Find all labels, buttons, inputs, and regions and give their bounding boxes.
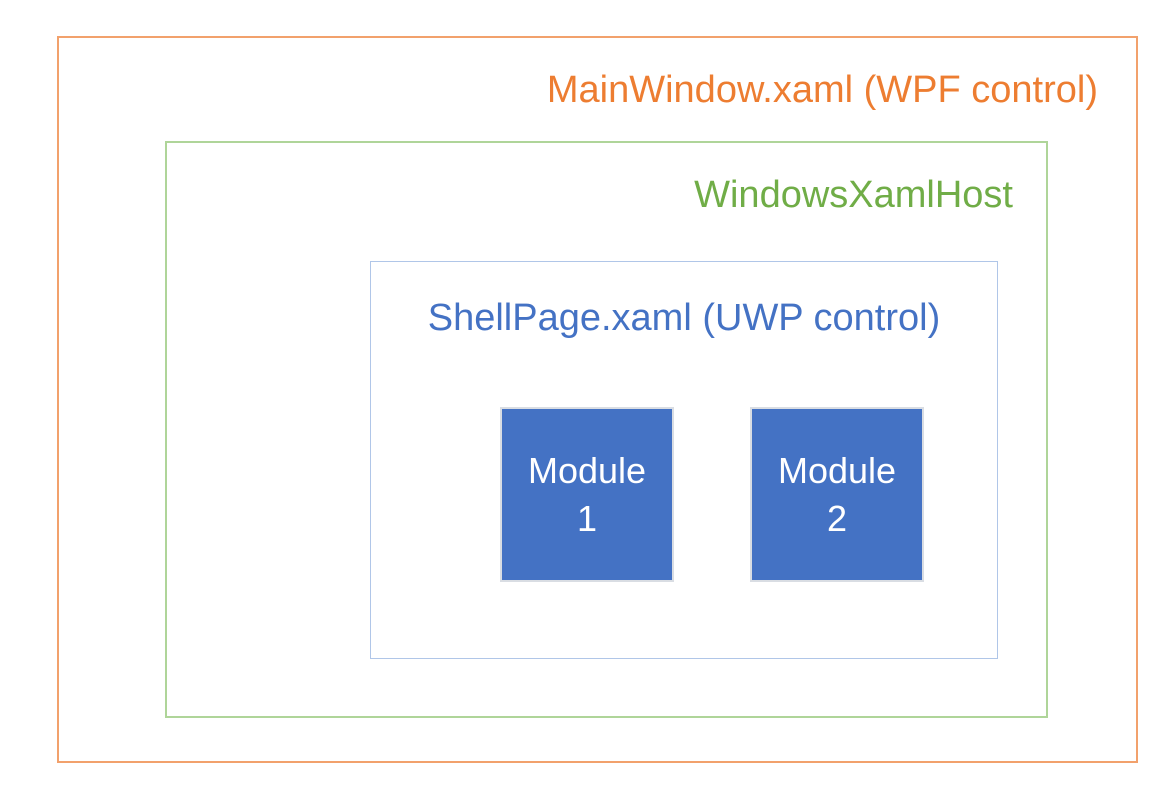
windowsxamlhost-label: WindowsXamlHost — [694, 174, 1013, 216]
module-2-box: Module 2 — [750, 407, 924, 582]
mainwindow-label: MainWindow.xaml (WPF control) — [546, 69, 1098, 111]
module-2-label-line2: 2 — [826, 497, 848, 539]
shellpage-label: ShellPage.xaml (UWP control) — [427, 297, 941, 339]
module-2-label-line1: Module — [777, 449, 897, 491]
mainwindow-box: MainWindow.xaml (WPF control) WindowsXam… — [57, 36, 1138, 763]
windowsxamlhost-box: WindowsXamlHost ShellPage.xaml (UWP cont… — [165, 141, 1048, 718]
module-1-label-line1: Module — [527, 449, 647, 491]
module-1-box: Module 1 — [500, 407, 674, 582]
shellpage-box: ShellPage.xaml (UWP control) Module 1 Mo… — [370, 261, 998, 659]
module-1-label-line2: 1 — [576, 497, 598, 539]
